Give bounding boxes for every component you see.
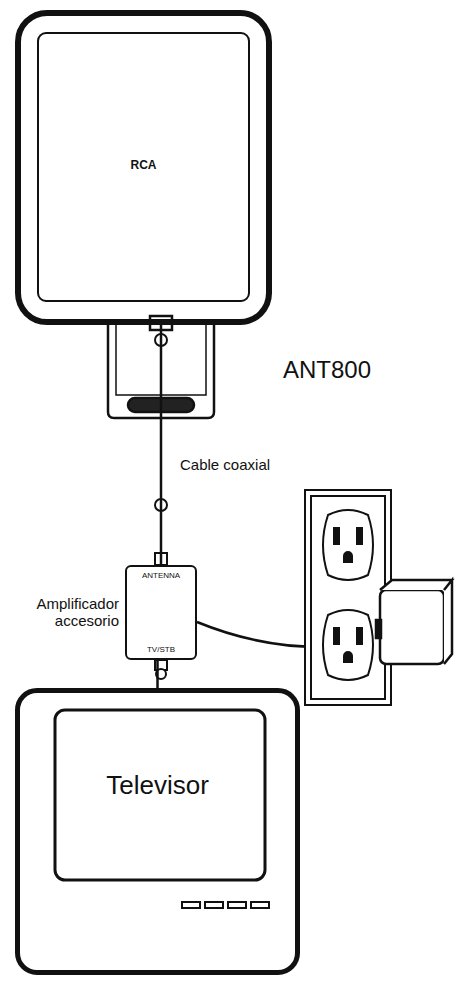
antenna-box: RCAANT800	[15, 10, 272, 325]
brand-logo: RCA	[131, 159, 157, 173]
antenna-panel	[38, 33, 249, 301]
tv-screen	[55, 710, 265, 880]
port-label: ANTENNA	[142, 571, 180, 580]
coaxial-cable	[160, 325, 163, 565]
amplifier-box: Amplificador accesorioANTENNATV/STB	[125, 565, 197, 660]
port-label: TV/STB	[147, 645, 175, 654]
coaxial-cable	[156, 660, 159, 688]
wall-outlet	[305, 490, 391, 705]
cable-label: Cable coaxial	[177, 455, 273, 474]
power-adapter	[376, 580, 452, 664]
model-label: ANT800	[283, 356, 371, 384]
tv-box: Televisor	[15, 688, 300, 975]
device-label: Televisor	[106, 771, 209, 801]
part-label: Amplificador accesorio	[7, 595, 119, 630]
tv-buttons	[182, 902, 269, 908]
